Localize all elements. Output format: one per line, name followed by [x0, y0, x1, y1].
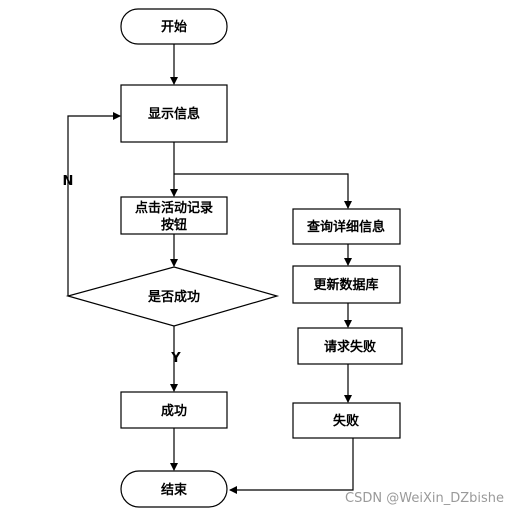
edge-label-yes: Y	[170, 351, 181, 366]
node-query-detail: 查询详细信息	[292, 208, 401, 245]
node-request-fail-label: 请求失败	[324, 339, 376, 355]
node-end: 结束	[120, 470, 228, 508]
node-decision: 是否成功	[65, 266, 280, 327]
node-request-fail: 请求失败	[297, 327, 403, 365]
node-click-button: 点击活动记录 按钮	[120, 196, 228, 235]
node-query-detail-label: 查询详细信息	[306, 219, 385, 235]
node-fail: 失败	[292, 402, 401, 439]
edge-fail-to-end	[229, 438, 354, 494]
edge-decision-no-loop	[67, 112, 121, 296]
node-update-db-label: 更新数据库	[313, 277, 378, 293]
node-click-button-label-2: 按钮	[161, 217, 187, 233]
node-show-info: 显示信息	[120, 84, 228, 143]
node-end-label: 结束	[161, 482, 188, 498]
node-click-button-label-1: 点击活动记录	[135, 200, 213, 216]
node-fail-label: 失败	[333, 413, 359, 429]
node-success-label: 成功	[161, 403, 187, 419]
node-show-info-label: 显示信息	[148, 106, 200, 122]
node-update-db: 更新数据库	[292, 265, 401, 304]
edges	[67, 44, 354, 494]
node-start: 开始	[120, 8, 228, 45]
edge-show-to-query	[174, 173, 352, 209]
node-start-label: 开始	[161, 19, 187, 35]
edge-label-no: N	[63, 174, 74, 189]
watermark: CSDN @WeiXin_DZbishe	[345, 491, 504, 506]
node-decision-label: 是否成功	[147, 289, 200, 305]
node-success: 成功	[120, 391, 228, 429]
